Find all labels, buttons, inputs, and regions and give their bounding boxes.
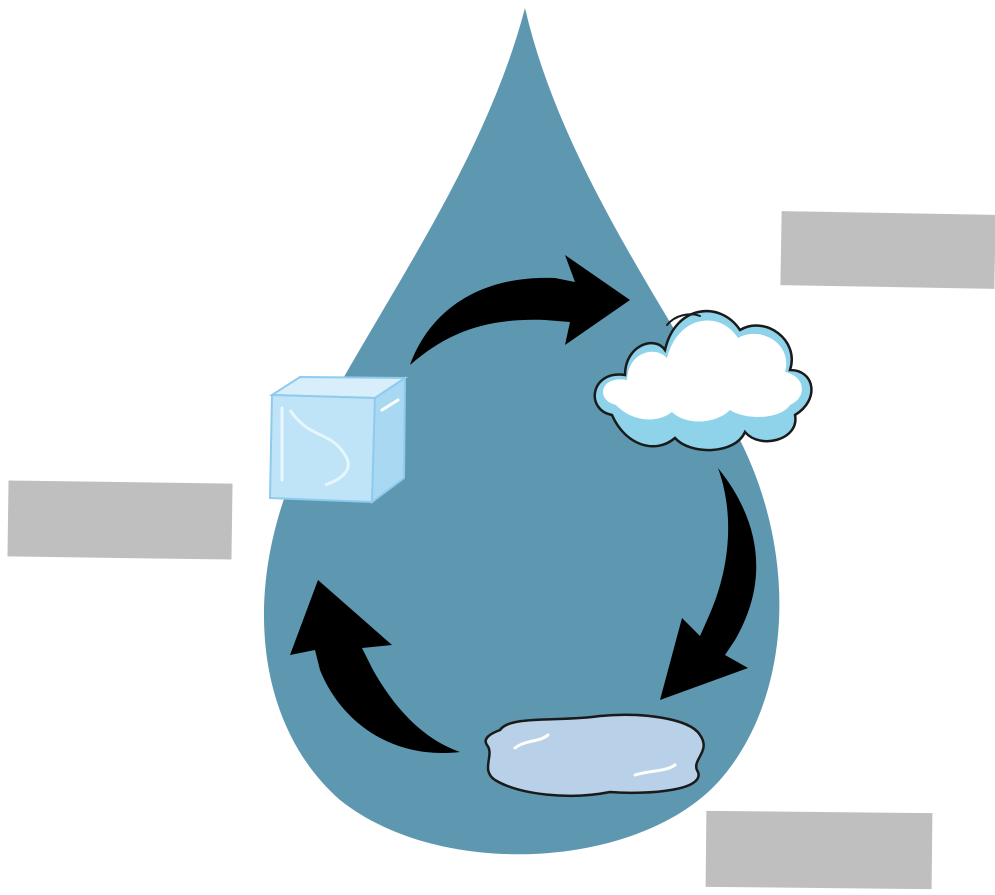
label-box-gas[interactable] [780, 211, 995, 289]
label-box-liquid[interactable] [706, 811, 933, 889]
label-text-gas [780, 211, 995, 289]
label-text-liquid [706, 811, 933, 889]
ice-cube-icon [270, 377, 405, 502]
puddle-icon [486, 715, 704, 796]
label-box-solid[interactable] [7, 480, 232, 559]
label-text-solid [7, 480, 232, 559]
